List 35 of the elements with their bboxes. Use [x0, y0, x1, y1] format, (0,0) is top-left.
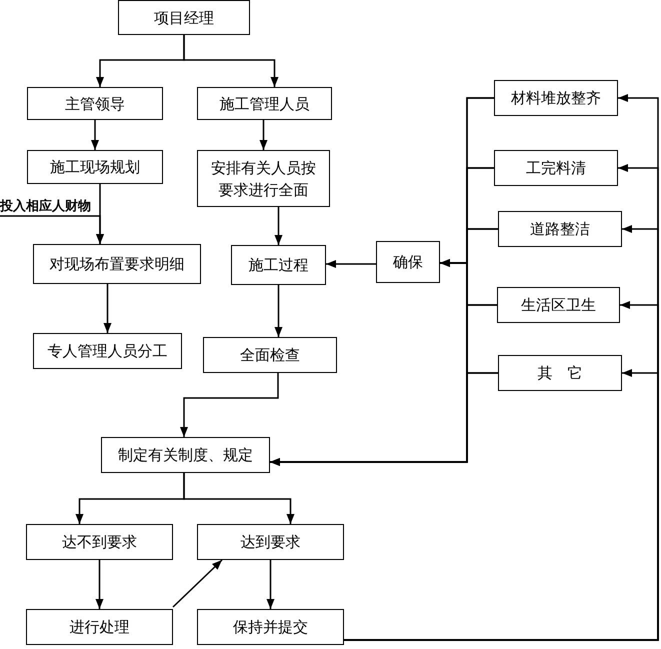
process-box: 其 它: [498, 355, 622, 391]
process-box: 确保: [376, 241, 440, 283]
process-box: 安排有关人员按要求进行全面: [197, 150, 330, 207]
arrow: [180, 373, 279, 437]
arrow: [104, 284, 112, 333]
arrow: [96, 560, 104, 609]
process-box: 保持并提交: [197, 609, 344, 645]
arrow: [344, 369, 659, 641]
process-box: 项目经理: [118, 0, 250, 35]
arrow: [266, 560, 274, 609]
arrow: [274, 207, 282, 245]
arrow: [260, 120, 268, 150]
process-box: 全面检查: [203, 337, 337, 373]
process-box: 工完料清: [494, 150, 618, 186]
process-box: 施工管理人员: [197, 87, 332, 120]
arrow: [183, 35, 278, 87]
arrow: [274, 285, 282, 337]
process-box: 主管领导: [27, 87, 163, 120]
arrow: [91, 120, 99, 150]
process-box: 专人管理人员分工: [33, 333, 182, 369]
arrow: [270, 372, 498, 466]
process-box: 制定有关制度、规定: [101, 437, 270, 473]
arrow: [183, 473, 294, 524]
process-box: 进行处理: [26, 609, 173, 645]
arrow: [172, 559, 223, 608]
process-box: 达到要求: [197, 524, 344, 560]
process-box: 材料堆放整齐: [494, 80, 618, 116]
process-box: 生活区卫生: [497, 287, 620, 323]
process-box: 道路整洁: [498, 211, 622, 247]
process-box: 施工现场规划: [27, 150, 163, 184]
arrow: [326, 260, 376, 268]
arrow: [0, 215, 104, 244]
process-box: 施工过程: [231, 245, 326, 285]
process-box: 达不到要求: [26, 524, 173, 560]
process-box: 对现场布置要求明细: [33, 244, 201, 284]
